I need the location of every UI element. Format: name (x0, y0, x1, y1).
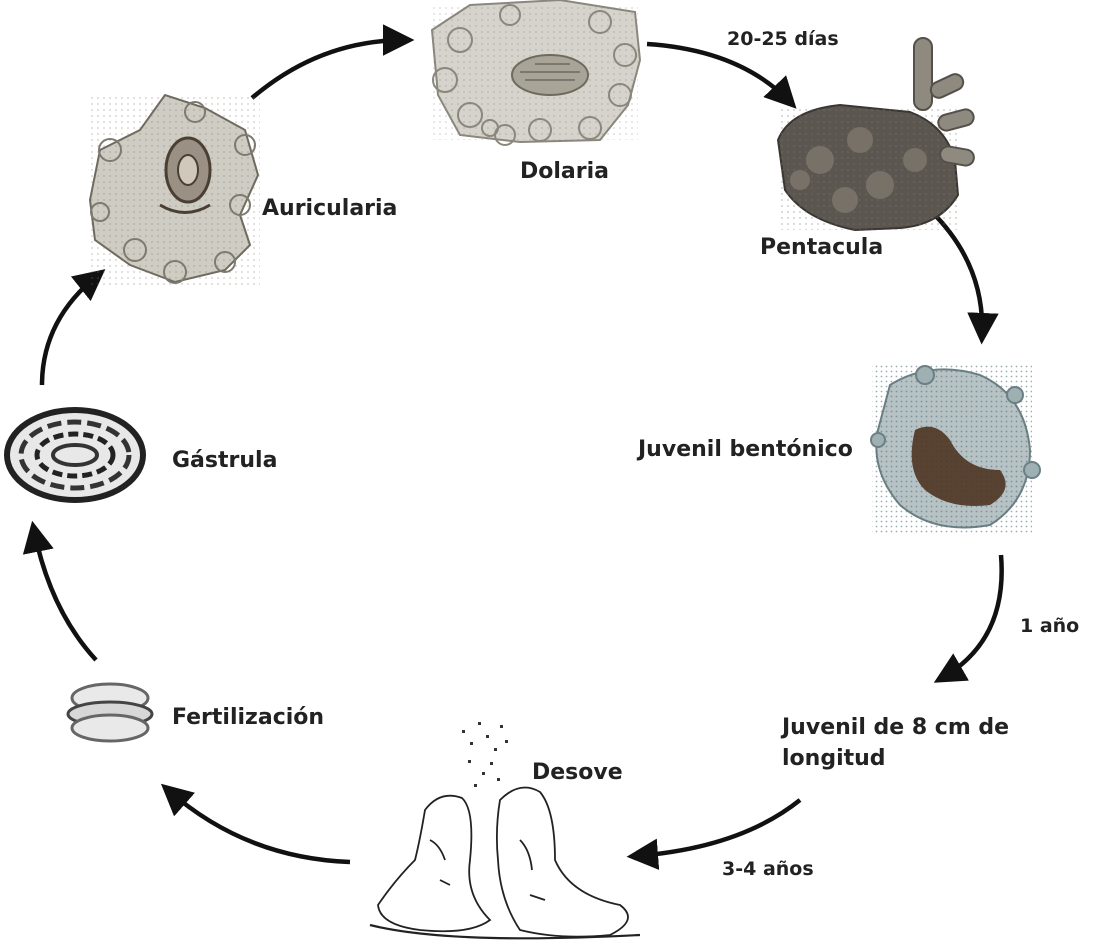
arrow-pentacula-to-bentonico (932, 212, 982, 335)
label-auricularia: Auricularia (262, 196, 397, 221)
label-gastrula: Gástrula (172, 448, 277, 473)
arrow-fertilizacion-to-gastrula (34, 530, 96, 660)
fertilizacion-image (68, 684, 152, 741)
label-juvenil-bentonico: Juvenil bentónico (638, 437, 853, 462)
arrow-auricularia-to-dolaria (252, 40, 405, 98)
label-juvenil-8cm-line2: longitud (782, 746, 886, 771)
auricularia-image (90, 95, 260, 285)
label-juvenil-8cm-line1: Juvenil de 8 cm de (782, 715, 1009, 740)
label-desove: Desove (532, 760, 623, 785)
juvenil-bentonico-image (871, 365, 1040, 535)
label-duration-1-ano: 1 año (1020, 615, 1079, 637)
label-dolaria: Dolaria (520, 159, 609, 184)
arrow-desove-to-fertilizacion (168, 790, 350, 862)
gastrula-image (7, 410, 143, 500)
arrow-bentonico-to-juvenil (942, 555, 1002, 678)
label-fertilizacion: Fertilización (172, 705, 324, 730)
pentacula-image (778, 38, 975, 230)
label-pentacula: Pentacula (760, 235, 883, 260)
arrow-dolaria-to-pentacula (647, 44, 790, 102)
dolaria-image (432, 0, 640, 145)
arrow-juvenil-to-desove (636, 800, 800, 856)
label-duration-20-25-dias: 20-25 días (727, 28, 839, 50)
label-duration-3-4-anos: 3-4 años (722, 858, 814, 880)
desove-image (370, 722, 640, 938)
arrow-gastrula-to-auricularia (42, 275, 98, 385)
